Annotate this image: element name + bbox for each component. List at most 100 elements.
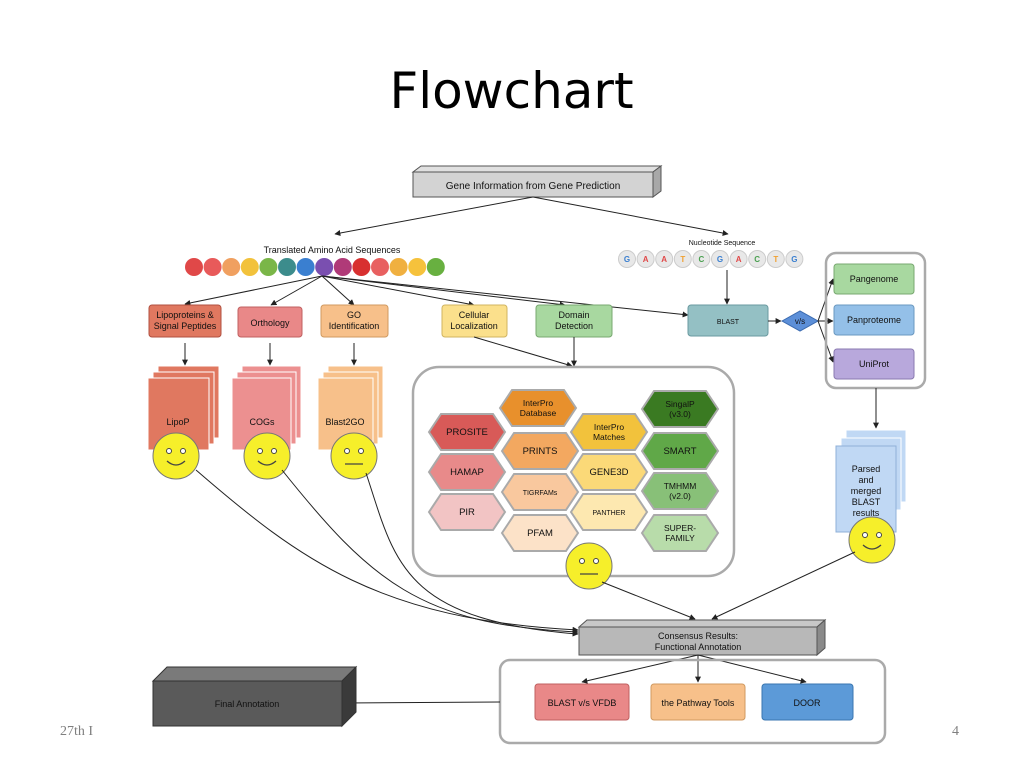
hex-panther: PANTHER xyxy=(569,493,649,531)
svg-text:TMHMM(v2.0): TMHMM(v2.0) xyxy=(664,481,697,501)
svg-text:Panproteome: Panproteome xyxy=(847,315,901,325)
svg-text:PRINTS: PRINTS xyxy=(523,446,558,457)
nucleotide-letter: C xyxy=(754,255,760,264)
amino-acid-circle xyxy=(222,258,241,276)
nucleotide-circle xyxy=(692,250,711,268)
nucleotide-letter: A xyxy=(643,255,649,264)
svg-text:PIR: PIR xyxy=(459,507,475,518)
gene-info-label: Gene Information from Gene Prediction xyxy=(446,181,621,192)
output-vfdb: BLAST v/s VFDB xyxy=(534,683,630,721)
blast-box: BLAST xyxy=(687,304,769,337)
svg-text:the Pathway Tools: the Pathway Tools xyxy=(662,698,735,708)
amino-acid-circle xyxy=(259,258,278,276)
database-pangenome: Pangenome xyxy=(833,263,915,295)
lipo-line1: Lipoproteins & xyxy=(156,310,214,320)
svg-text:TIGRFAMs: TIGRFAMs xyxy=(523,490,558,497)
nucleotide-circle xyxy=(766,250,785,268)
footer-date: 27th I xyxy=(60,724,94,739)
svg-text:Blast2GO: Blast2GO xyxy=(325,417,364,427)
database-panproteome: Panproteome xyxy=(833,304,915,336)
amino-acid-circle xyxy=(185,258,203,276)
svg-text:v/s: v/s xyxy=(795,317,805,326)
nucleotide-circle xyxy=(673,250,692,268)
svg-text:BLAST v/s VFDB: BLAST v/s VFDB xyxy=(548,698,617,708)
database-uniprot: UniProt xyxy=(833,348,915,380)
hex-signalp: SingalP(v3.0) xyxy=(640,390,720,428)
nucleotide-label: Nucleotide Sequence xyxy=(689,240,756,247)
svg-text:GENE3D: GENE3D xyxy=(589,467,628,478)
neutral-face-domain-icon xyxy=(565,542,613,590)
svg-text:HAMAP: HAMAP xyxy=(450,467,484,478)
amino-label: Translated Amino Acid Sequences xyxy=(264,245,401,255)
nucleotide-circle xyxy=(729,250,748,268)
smiley-parsed-icon xyxy=(848,516,896,564)
page-number: 4 xyxy=(952,724,959,739)
nucleotide-letter: C xyxy=(699,255,705,264)
nucleotide-letter: A xyxy=(661,255,667,264)
svg-text:PFAM: PFAM xyxy=(527,528,553,539)
hex-pfam: PFAM xyxy=(500,514,580,552)
amino-acid-sequence xyxy=(185,258,445,276)
hex-smart: SMART xyxy=(640,432,720,470)
nucleotide-circle xyxy=(655,250,674,268)
amino-acid-circle xyxy=(426,258,445,276)
svg-text:SUPER-FAMILY: SUPER-FAMILY xyxy=(664,523,696,543)
amino-acid-circle xyxy=(389,258,408,276)
svg-text:Final Annotation: Final Annotation xyxy=(215,699,280,709)
amino-acid-circle xyxy=(315,258,334,276)
svg-text:LipoP: LipoP xyxy=(166,417,189,427)
final-annotation-box: Final Annotation xyxy=(151,665,358,728)
svg-text:BLAST: BLAST xyxy=(717,319,740,326)
blast2go-stack: Blast2GO xyxy=(317,365,384,451)
nucleotide-letter: A xyxy=(736,255,742,264)
output-door: DOOR xyxy=(761,683,854,721)
amino-acid-circle xyxy=(333,258,352,276)
nucleotide-circle xyxy=(711,250,729,268)
svg-text:SMART: SMART xyxy=(663,446,696,457)
amino-acid-circle xyxy=(371,258,389,276)
amino-acid-circle xyxy=(240,258,259,276)
slide-title: Flowchart xyxy=(389,62,634,120)
svg-text:SingalP(v3.0): SingalP(v3.0) xyxy=(665,399,695,419)
svg-text:UniProt: UniProt xyxy=(859,359,890,369)
nucleotide-circle xyxy=(748,250,767,268)
svg-text:PANTHER: PANTHER xyxy=(593,510,626,517)
nucleotide-letter: G xyxy=(624,255,630,264)
svg-text:PROSITE: PROSITE xyxy=(446,427,488,438)
nucleotide-circle xyxy=(636,250,655,268)
nucleotide-letter: T xyxy=(680,255,685,264)
hex-prints: PRINTS xyxy=(500,432,580,470)
svg-text:COGs: COGs xyxy=(249,417,275,427)
smiley-cogs-icon xyxy=(243,432,291,480)
svg-text:Consensus Results:Functional A: Consensus Results:Functional Annotation xyxy=(655,631,742,652)
gene-info-box: Gene Information from Gene Prediction xyxy=(411,165,663,198)
hex-tigrfams: TIGRFAMs xyxy=(500,473,580,511)
hex-gene3d: GENE3D xyxy=(569,453,649,491)
amino-acid-circle xyxy=(278,258,296,276)
svg-text:Orthology: Orthology xyxy=(250,318,290,328)
smiley-lipop-icon xyxy=(152,432,200,480)
svg-text:DOOR: DOOR xyxy=(794,698,822,708)
hex-tmhmm: TMHMM(v2.0) xyxy=(640,472,720,510)
output-pathway-tools: the Pathway Tools xyxy=(650,683,746,721)
amino-acid-circle xyxy=(352,258,371,276)
nucleotide-letter: T xyxy=(773,255,778,264)
lipo-line2: Signal Peptides xyxy=(154,321,217,331)
outputs-group xyxy=(498,658,887,745)
amino-acid-circle xyxy=(203,258,222,276)
nucleotide-letter: G xyxy=(791,255,797,264)
